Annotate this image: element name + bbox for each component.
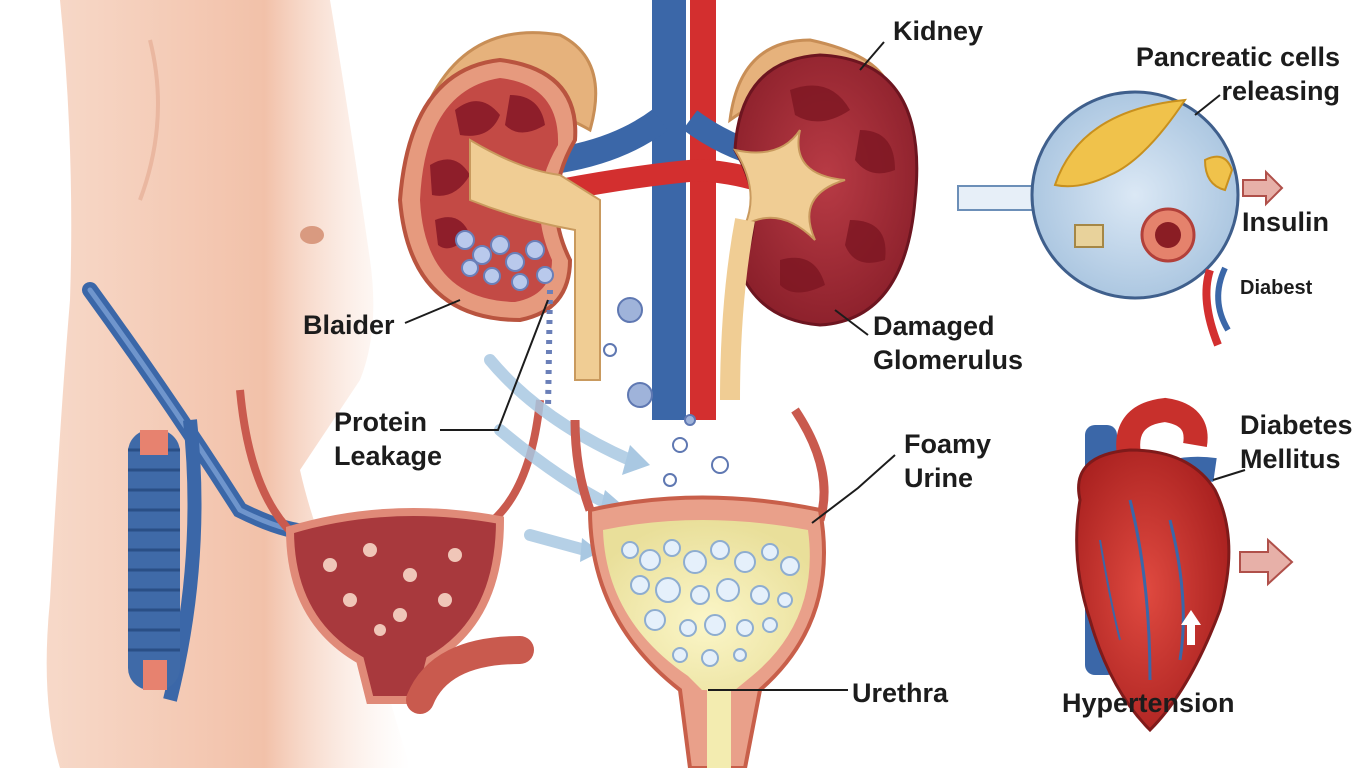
- label-hypertension: Hypertension: [1062, 688, 1235, 718]
- right-kidney-illustration: [720, 53, 919, 401]
- heart-illustration: [1075, 397, 1231, 733]
- label-blaider: Blaider: [303, 310, 395, 340]
- label-diabest: Diabest: [1240, 277, 1313, 299]
- label-insulin: Insulin: [1242, 207, 1329, 237]
- insulin-arrow: [1242, 169, 1284, 207]
- pancreatic-cells-magnifier: [957, 90, 1240, 300]
- diabest-vessel-icon: [1202, 266, 1231, 347]
- flow-arrows: [484, 354, 636, 556]
- label-damaged-glomerulus: Damaged Glomerulus: [873, 311, 1024, 375]
- label-pancreatic-cells: Pancreatic cells releasing: [1135, 42, 1340, 106]
- heart-arrow: [1239, 537, 1294, 587]
- foamy-urine-bladder: [570, 407, 829, 768]
- label-kidney: Kidney: [893, 16, 984, 46]
- left-kidney-illustration: [397, 57, 601, 411]
- protein-particles: [603, 297, 729, 511]
- leader-lines: [404, 41, 1246, 691]
- left-bladder-illustration: [236, 389, 544, 714]
- label-diabetes-mellitus: Diabetes Mellitus: [1240, 410, 1353, 474]
- label-foamy-urine: Foamy Urine: [904, 429, 992, 493]
- label-protein-leakage: Protein Leakage: [334, 407, 443, 471]
- label-urethra: Urethra: [852, 678, 949, 708]
